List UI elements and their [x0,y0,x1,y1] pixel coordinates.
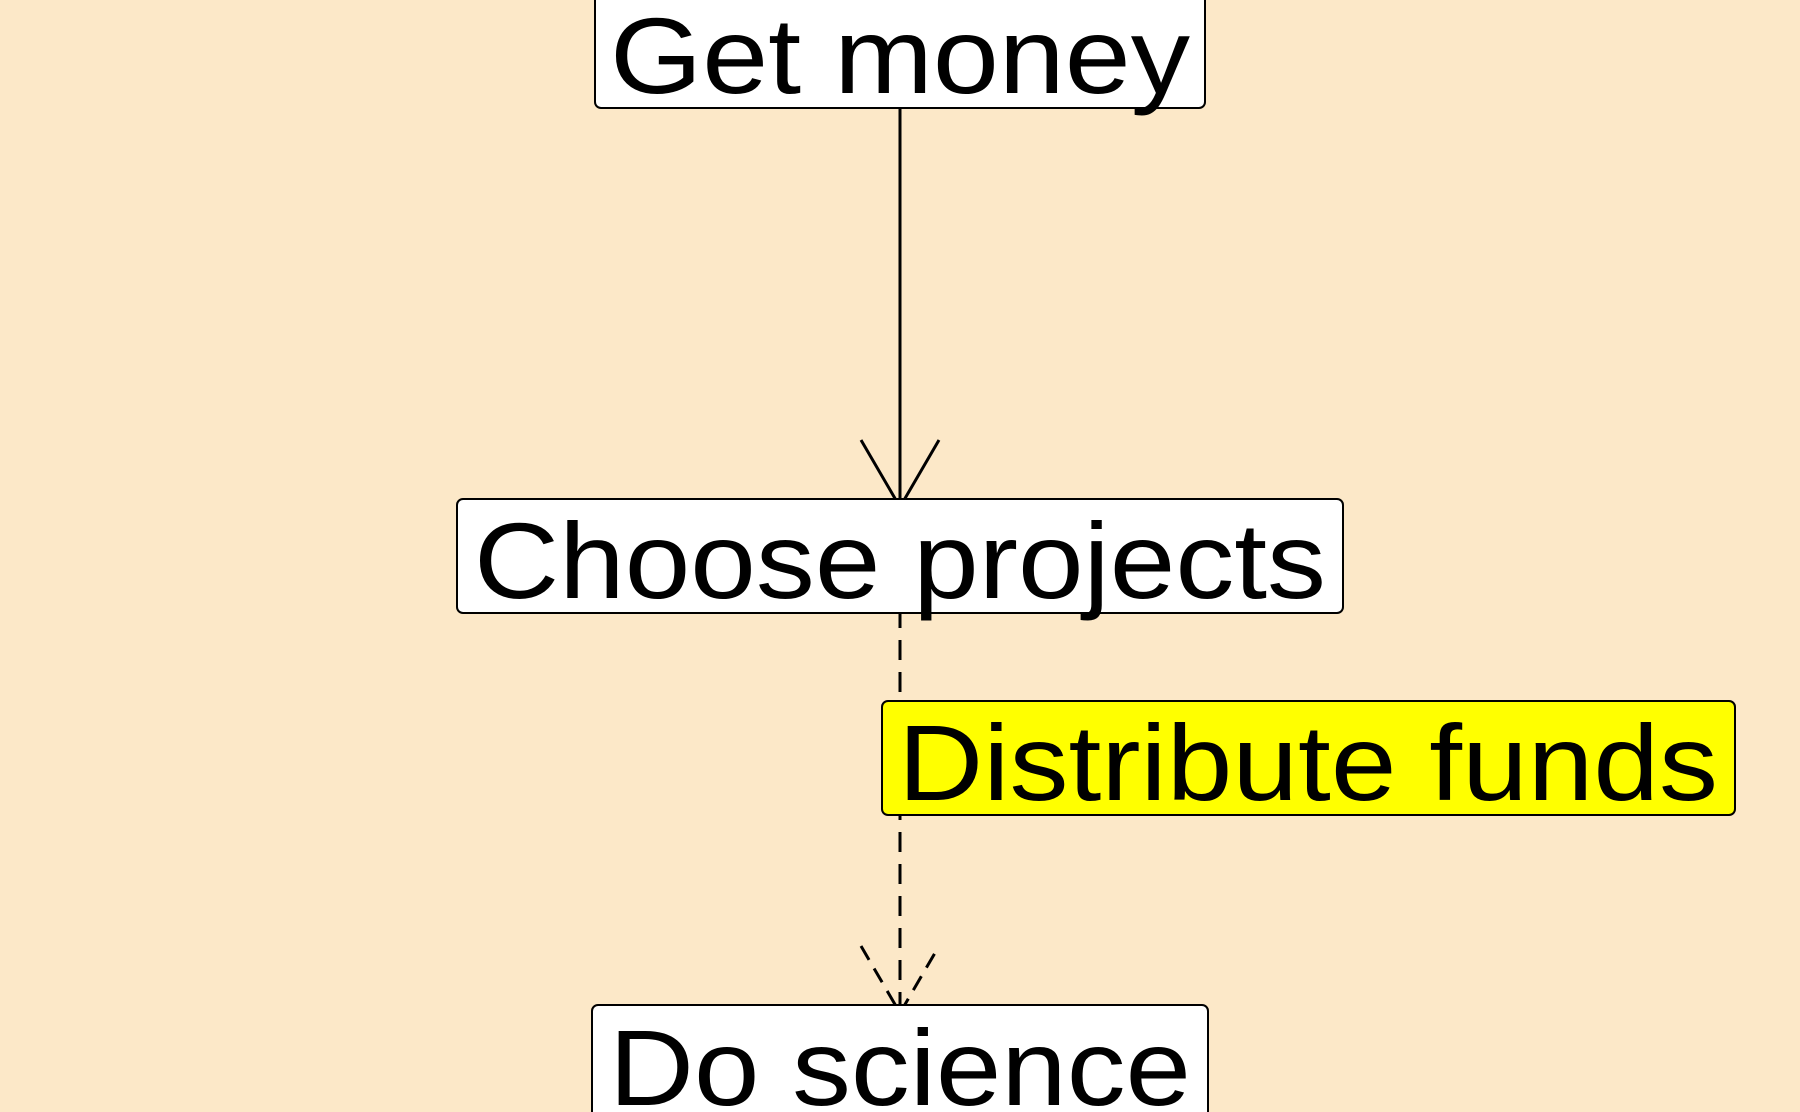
edge-label-text: Distribute funds [898,702,1718,823]
node-box [594,0,1206,109]
node-box [591,1004,1209,1112]
node-box [456,498,1344,614]
node-label-get-money: Get money [610,0,1190,116]
node-label-do-science: Do science [609,1007,1191,1112]
edge-label-distribute-funds: Distribute funds [881,700,1736,823]
node-label-choose-projects: Choose projects [474,500,1326,621]
node-choose-projects: Choose projects [456,498,1344,621]
node-get-money: Get money [594,0,1206,116]
node-do-science: Do science [591,1004,1209,1112]
highlight-box [881,700,1736,816]
